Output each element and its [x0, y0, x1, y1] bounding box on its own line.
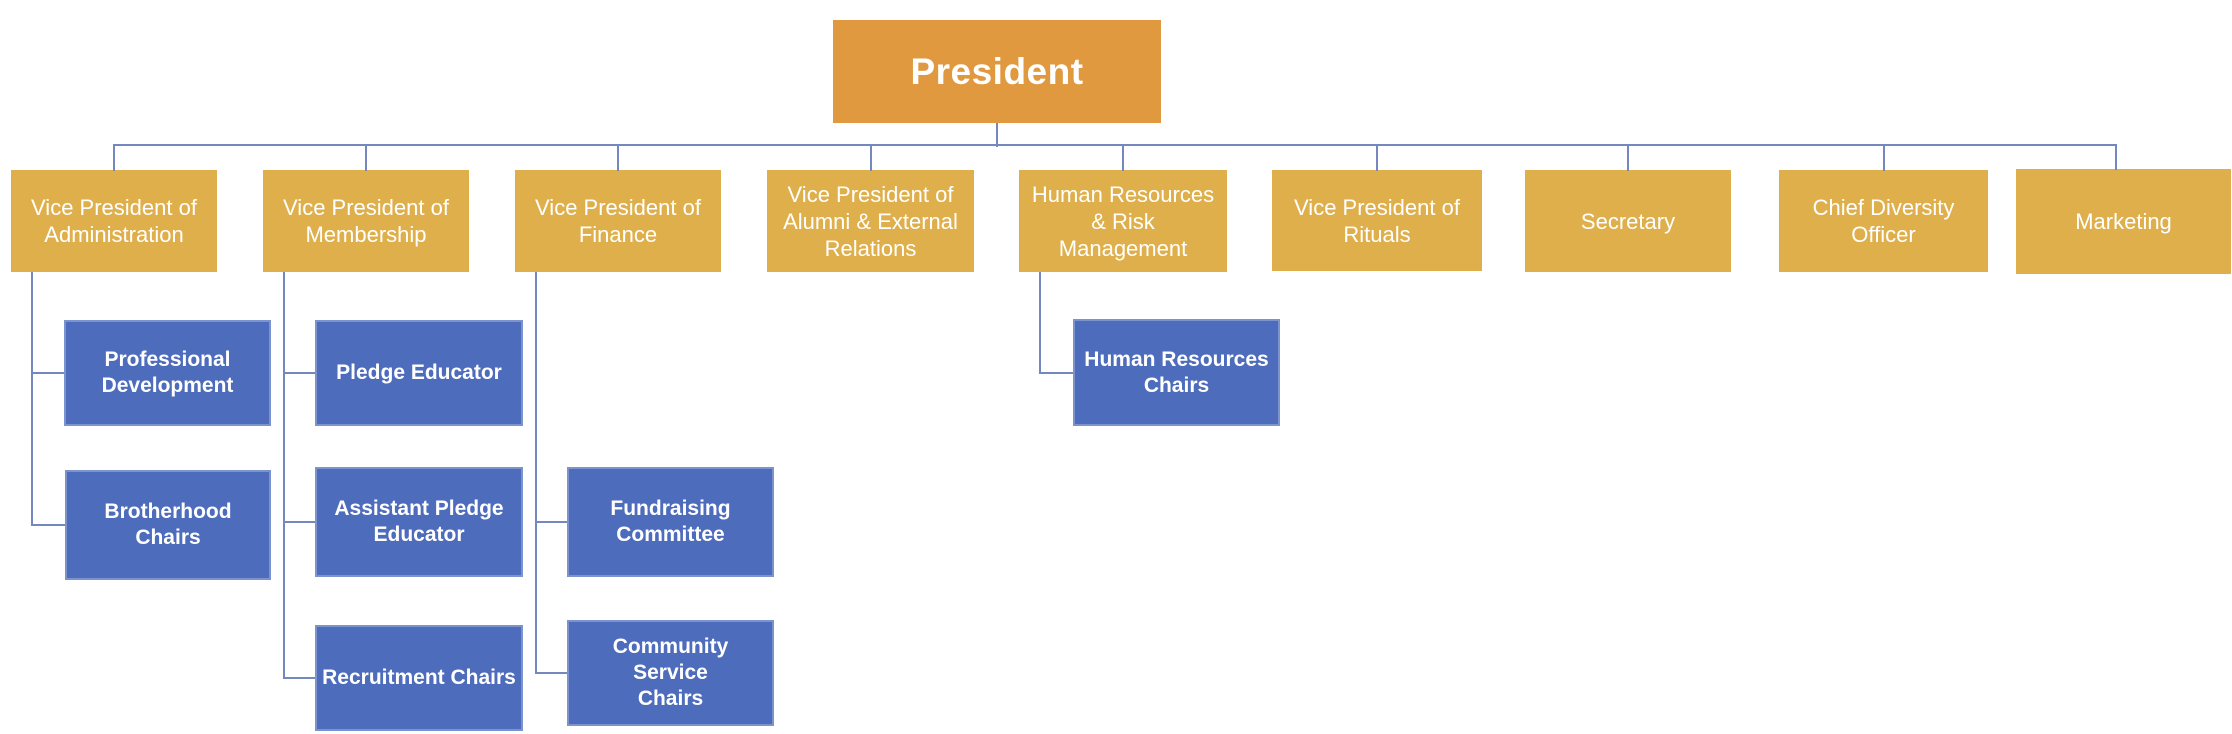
org-node-community-service-chairs[interactable]: Community Service Chairs — [567, 620, 774, 726]
connector-drop-vp-membership — [365, 145, 367, 171]
connector-drop-vp-alumni-external — [869, 145, 872, 171]
connector-drop-chief-diversity-officer — [1882, 145, 1885, 171]
org-node-recruitment-chairs[interactable]: Recruitment Chairs — [315, 625, 523, 731]
connector-stub-fundraising-committee — [535, 521, 567, 523]
connector-stub-recruitment-chairs — [283, 677, 315, 679]
org-node-fundraising-committee[interactable]: Fundraising Committee — [567, 467, 774, 577]
connector-drop-vp-administration — [113, 145, 115, 171]
connector-stub-community-service-chairs — [535, 672, 567, 674]
connector-hang-vp-finance — [535, 272, 537, 674]
connector-hang-vp-hr-risk — [1039, 272, 1041, 374]
connector-drop-vp-finance — [617, 145, 619, 171]
connector-drop-marketing — [2115, 145, 2117, 170]
connector-drop-secretary — [1627, 145, 1629, 171]
connector-president-drop — [996, 123, 998, 147]
connector-hang-vp-administration — [31, 272, 33, 526]
org-node-assistant-pledge-educator[interactable]: Assistant Pledge Educator — [315, 467, 523, 577]
org-node-professional-development[interactable]: Professional Development — [64, 320, 271, 426]
org-node-vp-rituals[interactable]: Vice President of Rituals — [1272, 170, 1482, 271]
org-node-human-resources-chairs[interactable]: Human Resources Chairs — [1073, 319, 1280, 426]
connector-hang-vp-membership — [283, 272, 285, 679]
connector-stub-human-resources-chairs — [1039, 371, 1073, 374]
connector-drop-vp-rituals — [1376, 145, 1378, 171]
connector-president-rail — [113, 144, 2117, 146]
connector-stub-pledge-educator — [283, 372, 315, 374]
connector-drop-vp-hr-risk — [1122, 145, 1124, 171]
org-node-secretary[interactable]: Secretary — [1525, 170, 1731, 272]
org-node-pledge-educator[interactable]: Pledge Educator — [315, 320, 523, 426]
connector-stub-assistant-pledge-educator — [283, 521, 315, 523]
org-node-vp-membership[interactable]: Vice President of Membership — [263, 170, 469, 272]
connector-stub-brotherhood-chairs — [31, 524, 65, 526]
org-node-brotherhood-chairs[interactable]: Brotherhood Chairs — [65, 470, 271, 580]
org-node-vp-alumni-external[interactable]: Vice President of Alumni & External Rela… — [767, 170, 974, 272]
org-node-vp-hr-risk[interactable]: Human Resources & Risk Management — [1019, 170, 1227, 272]
org-node-marketing[interactable]: Marketing — [2016, 169, 2231, 274]
org-node-chief-diversity-officer[interactable]: Chief Diversity Officer — [1779, 170, 1988, 272]
org-node-vp-finance[interactable]: Vice President of Finance — [515, 170, 721, 272]
org-node-president[interactable]: President — [833, 20, 1161, 123]
org-node-vp-administration[interactable]: Vice President of Administration — [11, 170, 217, 272]
connector-stub-professional-development — [31, 372, 64, 374]
